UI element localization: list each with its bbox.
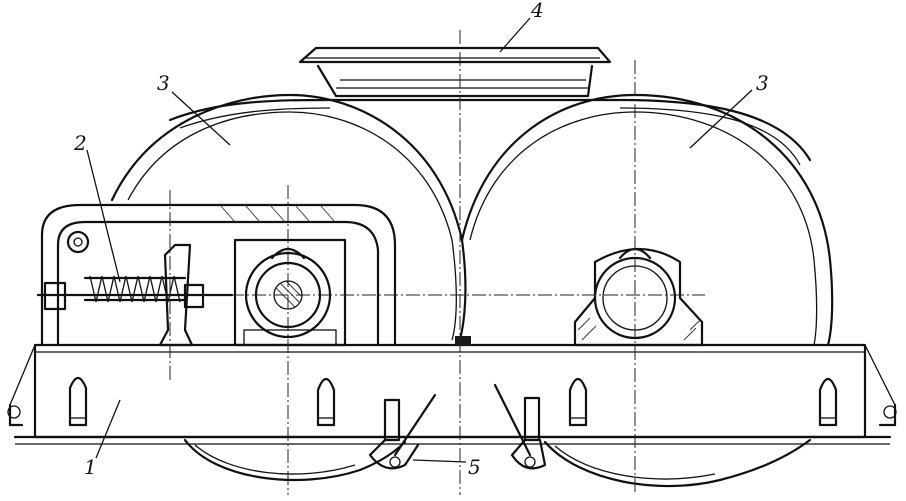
callout-3-left: 3: [157, 71, 231, 146]
compression-spring: [36, 275, 234, 311]
callout-2: 2: [73, 131, 121, 283]
callout-label-4: 4: [530, 0, 544, 22]
anchor-bolts: [68, 376, 838, 427]
left-bearing-housing: [233, 238, 347, 347]
callout-3-right: 3: [689, 71, 769, 149]
left-roll: [110, 93, 467, 482]
callout-label-1: 1: [84, 455, 97, 479]
callout-label-2: 2: [73, 131, 87, 155]
base-frame: [7, 343, 897, 445]
callout-1: 1: [84, 399, 121, 479]
spring-frame-yoke: [40, 203, 397, 347]
centre-lines: [169, 30, 705, 495]
right-bearing-housing: [565, 247, 712, 347]
spring-guide-column: [158, 243, 194, 347]
callout-label-3-right: 3: [756, 71, 769, 95]
callout-4: 4: [499, 0, 544, 53]
callout-5: 5: [412, 455, 481, 479]
callout-label-5: 5: [468, 455, 481, 479]
roll-housing-top: [168, 98, 812, 166]
adjustment-levers: [368, 336, 547, 470]
right-roll: [460, 93, 834, 488]
callout-label-3-left: 3: [157, 71, 170, 95]
feed-hopper: [298, 46, 612, 98]
